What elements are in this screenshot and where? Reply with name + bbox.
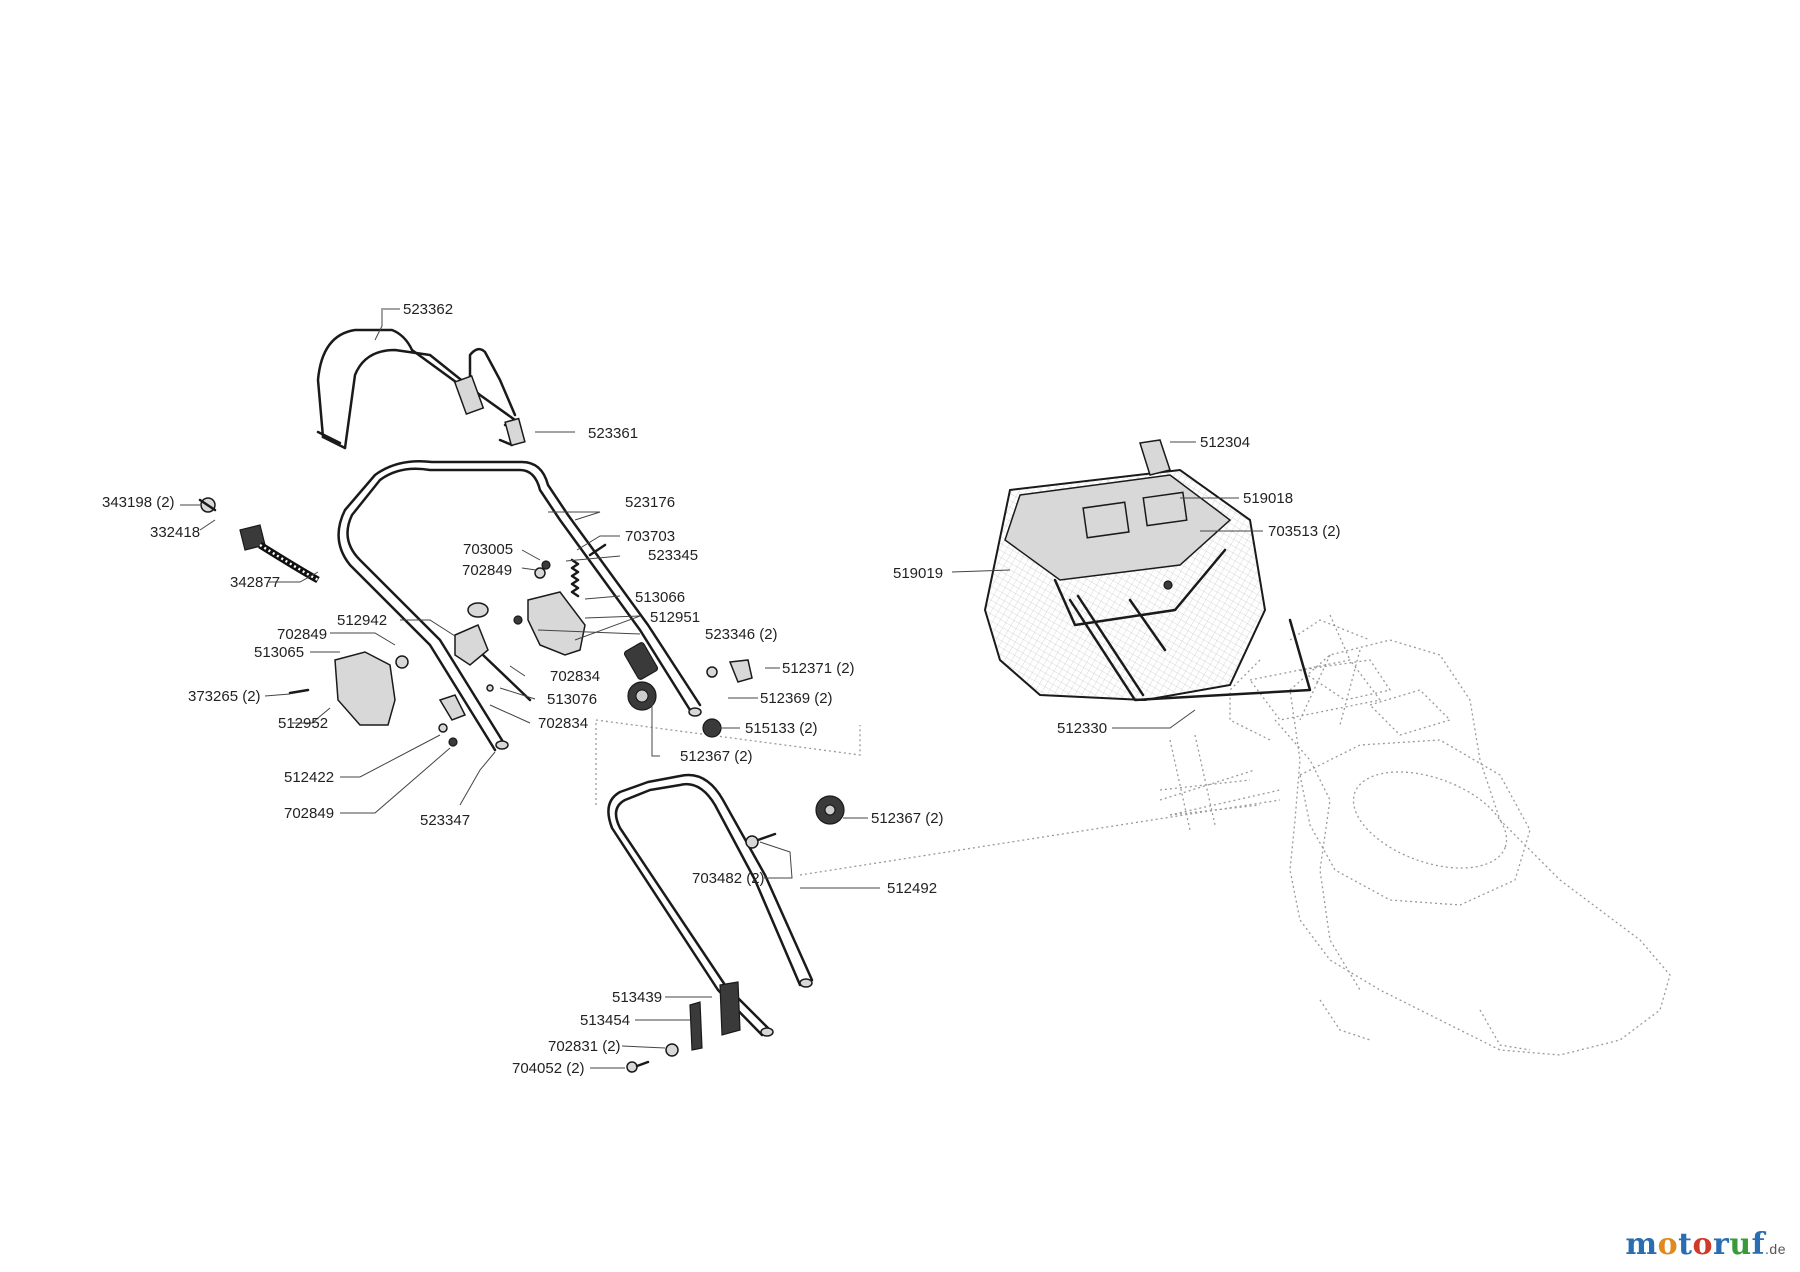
gear-512367-a <box>627 681 657 711</box>
part-label-332418: 332418 <box>150 524 200 541</box>
logo-letter: u <box>1729 1227 1752 1262</box>
part-label-523345: 523345 <box>648 547 698 564</box>
clamp-513454 <box>689 1001 703 1051</box>
part-label-513076: 513076 <box>547 691 597 708</box>
handle-frame-512330 <box>1068 594 1312 702</box>
part-label-523362: 523362 <box>403 301 453 318</box>
bolt-703482 <box>745 832 777 849</box>
part-label-515133: 515133 (2) <box>745 720 818 737</box>
screw-704052 <box>626 1060 650 1073</box>
lever-512942 <box>454 602 532 702</box>
motoruf-logo: motoruf.de <box>1625 1227 1786 1262</box>
mower-body-ghost <box>1159 614 1671 1056</box>
cover-512952 <box>288 651 409 726</box>
spring-523345 <box>570 558 580 598</box>
clip-512304 <box>1139 439 1171 476</box>
part-label-512367-a: 512367 (2) <box>680 748 753 765</box>
part-label-343198: 343198 (2) <box>102 494 175 511</box>
part-label-703005: 703005 <box>463 541 513 558</box>
part-label-512330: 512330 <box>1057 720 1107 737</box>
leader-lines <box>180 308 1263 1069</box>
clamp-513439 <box>719 981 741 1036</box>
upper-handle-523362 <box>316 328 526 450</box>
part-label-512371: 512371 (2) <box>782 660 855 677</box>
ghost-connection-lines <box>595 719 1281 876</box>
part-label-519019: 519019 <box>893 565 943 582</box>
logo-letter: f <box>1751 1227 1766 1262</box>
part-label-512367-b: 512367 (2) <box>871 810 944 827</box>
part-label-702849-b: 702849 <box>277 626 327 643</box>
part-label-513066: 513066 <box>635 589 685 606</box>
part-label-703703: 703703 <box>625 528 675 545</box>
part-label-523347: 523347 <box>420 812 470 829</box>
part-label-513439: 513439 <box>612 989 662 1006</box>
logo-letter: o <box>1657 1227 1679 1262</box>
part-label-512304: 512304 <box>1200 434 1250 451</box>
small-parts-512422 <box>438 684 494 747</box>
main-handle-523347 <box>337 460 702 752</box>
part-label-702849-c: 702849 <box>284 805 334 822</box>
part-label-703482: 703482 (2) <box>692 870 765 887</box>
part-label-342877: 342877 <box>230 574 280 591</box>
part-label-523361: 523361 <box>588 425 638 442</box>
part-label-702834-a: 702834 <box>550 668 600 685</box>
bolts-703703-703005 <box>534 543 607 579</box>
gear-512367-b <box>815 795 845 825</box>
part-label-512369: 512369 (2) <box>760 690 833 707</box>
lower-handle-512492 <box>607 773 814 1037</box>
part-label-702831: 702831 (2) <box>548 1038 621 1055</box>
part-label-513454: 513454 <box>580 1012 630 1029</box>
part-label-703513: 703513 (2) <box>1268 523 1341 540</box>
part-label-704052: 704052 (2) <box>512 1060 585 1077</box>
part-labels: 523362 523361 343198 (2) 332418 342877 5… <box>102 301 1341 1077</box>
logo-suffix: .de <box>1765 1241 1786 1257</box>
part-label-702849-a: 702849 <box>462 562 512 579</box>
part-label-512951: 512951 <box>650 609 700 626</box>
grass-catcher-519019 <box>983 468 1267 702</box>
part-label-523176: 523176 <box>625 494 675 511</box>
cable-plug-342877 <box>198 497 320 584</box>
part-label-512952: 512952 <box>278 715 328 732</box>
clip-512371 <box>706 659 753 683</box>
part-label-512492: 512492 <box>887 880 937 897</box>
knob-523346 <box>623 642 659 680</box>
bracket-513066 <box>527 591 586 656</box>
part-label-702834-b: 702834 <box>538 715 588 732</box>
part-label-523346: 523346 (2) <box>705 626 778 643</box>
part-label-512942: 512942 <box>337 612 387 629</box>
part-label-373265: 373265 (2) <box>188 688 261 705</box>
logo-letter: r <box>1713 1227 1730 1262</box>
logo-letter: t <box>1678 1227 1693 1262</box>
logo-letter: m <box>1625 1227 1658 1262</box>
part-label-519018: 519018 <box>1243 490 1293 507</box>
part-label-512422: 512422 <box>284 769 334 786</box>
logo-letter: o <box>1692 1227 1713 1262</box>
part-label-513065: 513065 <box>254 644 304 661</box>
washer-702831 <box>665 1043 679 1057</box>
